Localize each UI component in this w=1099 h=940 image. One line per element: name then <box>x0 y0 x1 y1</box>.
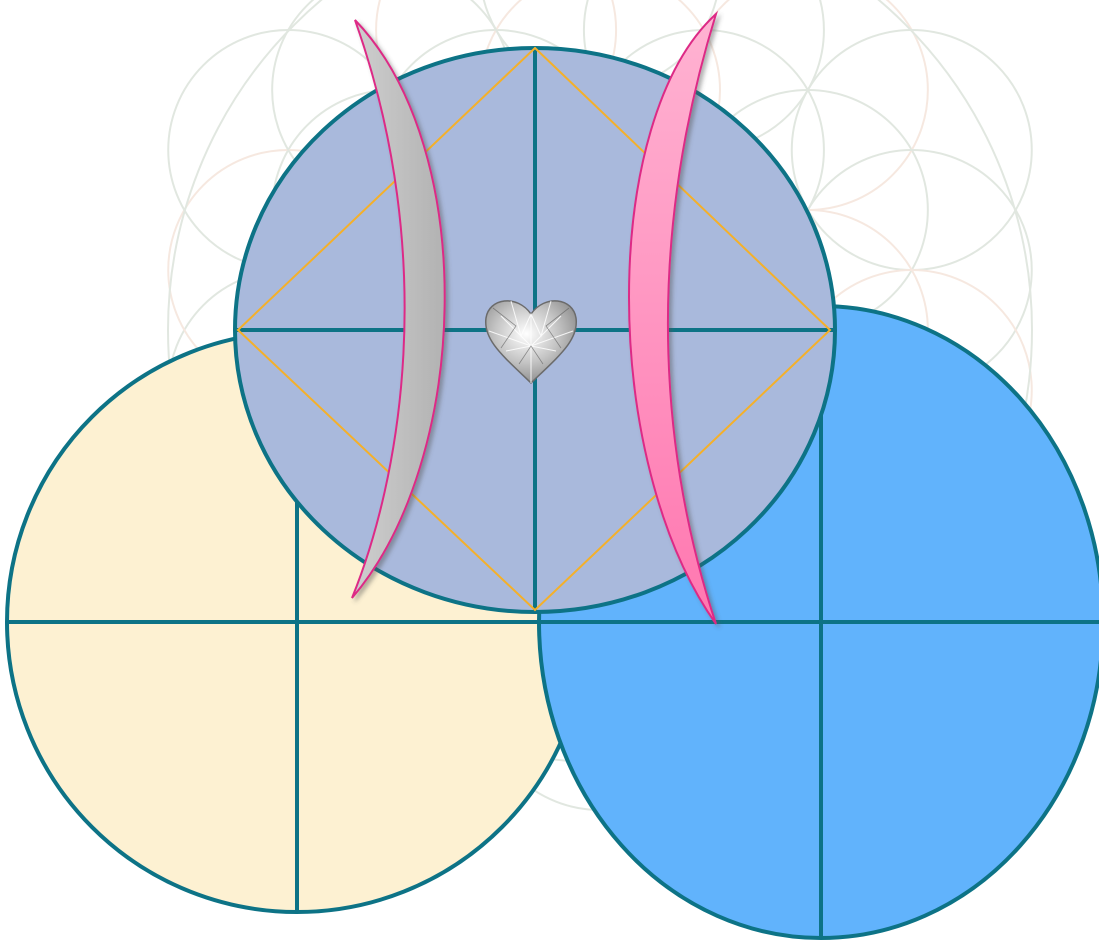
diagram-canvas <box>0 0 1099 940</box>
